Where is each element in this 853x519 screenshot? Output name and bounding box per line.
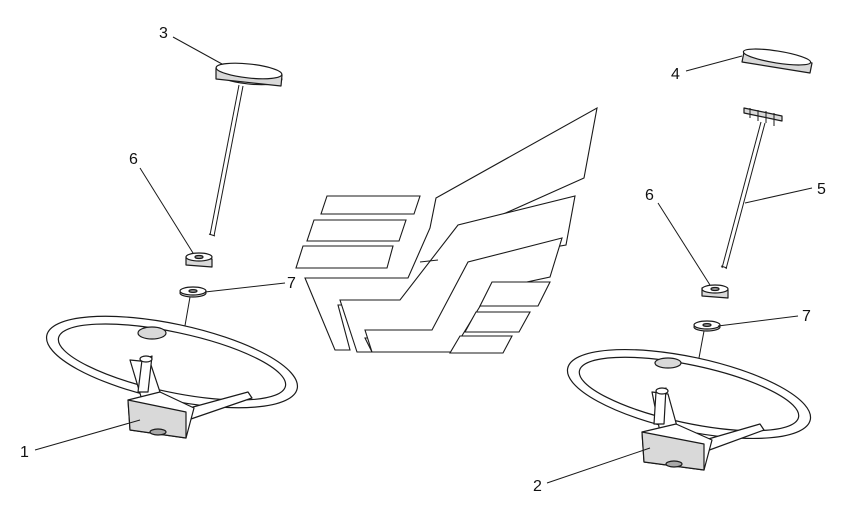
- leader-6-left: [139, 167, 194, 254]
- callout-7-right: 7: [802, 308, 811, 325]
- left-assembly: [45, 62, 299, 439]
- leader-1: [34, 419, 141, 451]
- steering-wheel-1: [45, 315, 299, 439]
- leader-6-right: [657, 202, 711, 286]
- callout-5: 5: [817, 181, 826, 198]
- leader-4: [685, 55, 743, 72]
- leader-5: [744, 187, 813, 204]
- callout-2: 2: [533, 478, 542, 495]
- leader-2: [546, 447, 651, 484]
- leader-lines: [34, 36, 813, 484]
- callout-4: 4: [671, 66, 680, 83]
- nut-6-right: [701, 284, 729, 299]
- leader-7-right: [717, 315, 799, 327]
- steering-wheel-2: [566, 348, 812, 471]
- horn-cap-4: [741, 48, 813, 74]
- callout-7-left: 7: [287, 275, 296, 292]
- washer-7-right: [693, 320, 721, 332]
- right-assembly: [566, 48, 813, 471]
- horn-cap-with-rod-3: [208, 62, 283, 237]
- contact-rod-5: [720, 107, 783, 270]
- leader-3: [172, 36, 223, 65]
- callout-3: 3: [159, 25, 168, 42]
- callout-6-left: 6: [129, 151, 138, 168]
- callout-labels: 1 2 3 4 5 6 6 7 7: [20, 25, 826, 495]
- callout-1: 1: [20, 444, 29, 461]
- washer-7-left: [179, 286, 207, 298]
- leader-7-left: [204, 282, 286, 293]
- nut-6-left: [185, 252, 213, 268]
- brand-logo: [295, 106, 598, 354]
- callout-6-right: 6: [645, 187, 654, 204]
